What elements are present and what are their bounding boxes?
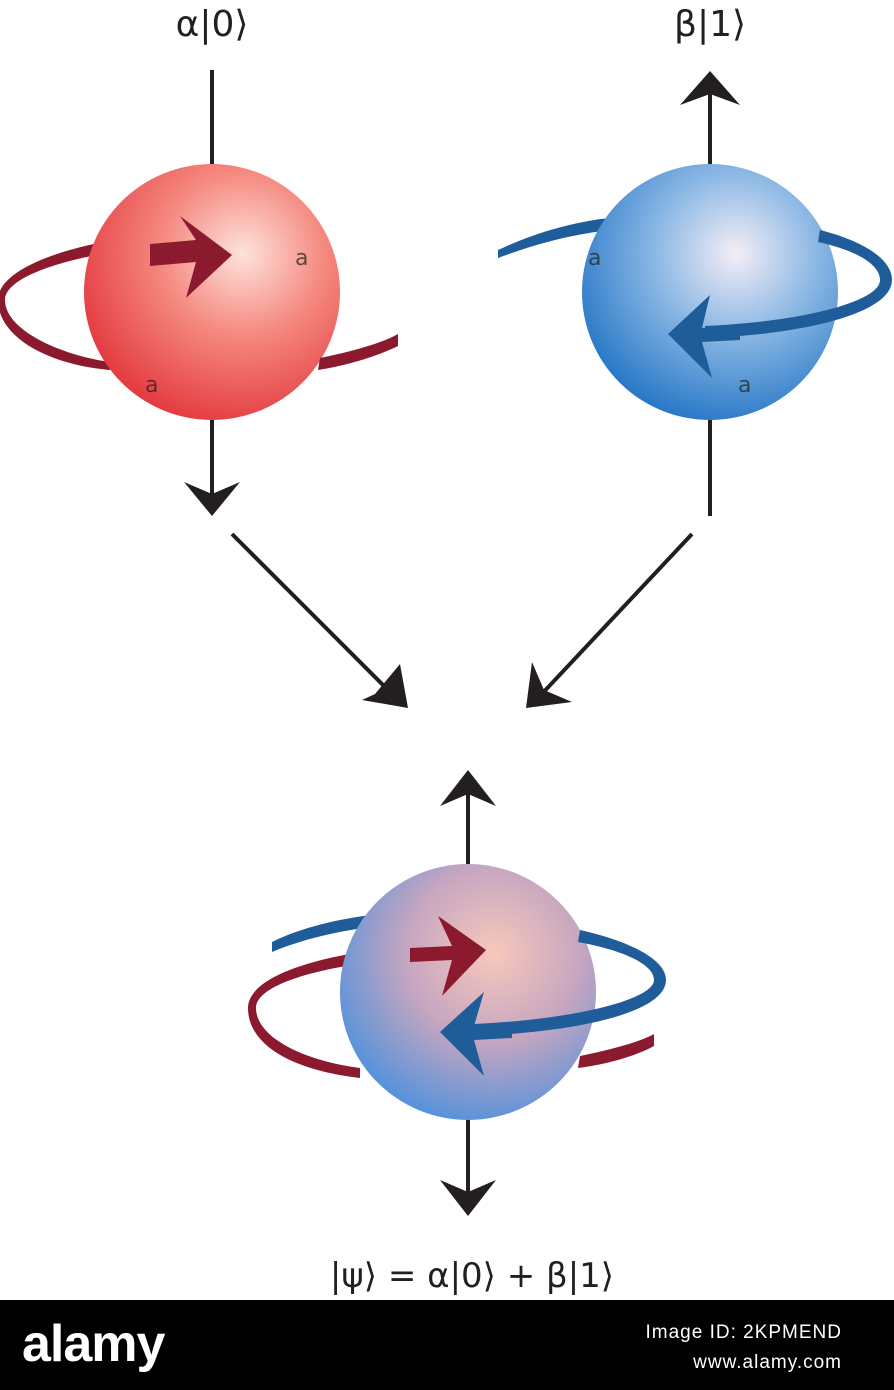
brand-logo: alamy [22, 1315, 165, 1373]
converging-arrows [230, 532, 694, 708]
blue-ribbon-back-mix [272, 914, 380, 952]
label-superposition: |ψ⟩ = α|0⟩ + β|1⟩ [330, 1256, 614, 1296]
spin-down-group: α|0⟩ a a [0, 4, 398, 516]
label-spin-down: α|0⟩ [176, 4, 249, 45]
blue-ribbon-arrowhead [668, 295, 740, 378]
right-diagonal-arrowhead [526, 662, 572, 708]
footer-bar [0, 1300, 894, 1390]
site-url: www.alamy.com [693, 1352, 842, 1373]
red-ribbon-arrowhead-mix [410, 916, 486, 996]
superposition-up-arrowhead [440, 770, 496, 806]
red-ribbon-front [318, 334, 398, 370]
superposition-group: |ψ⟩ = α|0⟩ + β|1⟩ [248, 770, 666, 1296]
spin-up-arrowhead [680, 71, 740, 105]
image-id: Image ID: 2KPMEND [645, 1322, 842, 1343]
watermark-glyph: a [588, 246, 601, 271]
blue-ribbon-loop-mix [474, 930, 666, 1036]
watermark-glyph: a [738, 373, 751, 398]
left-diagonal-arrowhead [362, 664, 408, 708]
superposition-down-arrowhead [440, 1180, 496, 1216]
red-ribbon-front-mix [578, 1034, 654, 1068]
label-spin-up: β|1⟩ [674, 4, 746, 45]
blue-ribbon-back [498, 218, 612, 258]
blue-sphere [582, 164, 838, 420]
superposition-sphere [340, 864, 596, 1120]
red-sphere [84, 164, 340, 420]
watermark-glyph: a [295, 246, 308, 271]
blue-ribbon-arrowhead-mix [440, 992, 512, 1076]
blue-ribbon-loop [705, 230, 892, 338]
red-ribbon-arrowhead [150, 216, 232, 298]
right-diagonal-arrow-line [536, 532, 694, 700]
left-diagonal-arrow-line [230, 532, 398, 700]
spin-up-group: β|1⟩ a a [498, 4, 892, 516]
spin-down-arrowhead [184, 482, 240, 516]
watermark-glyph: a [145, 373, 158, 398]
